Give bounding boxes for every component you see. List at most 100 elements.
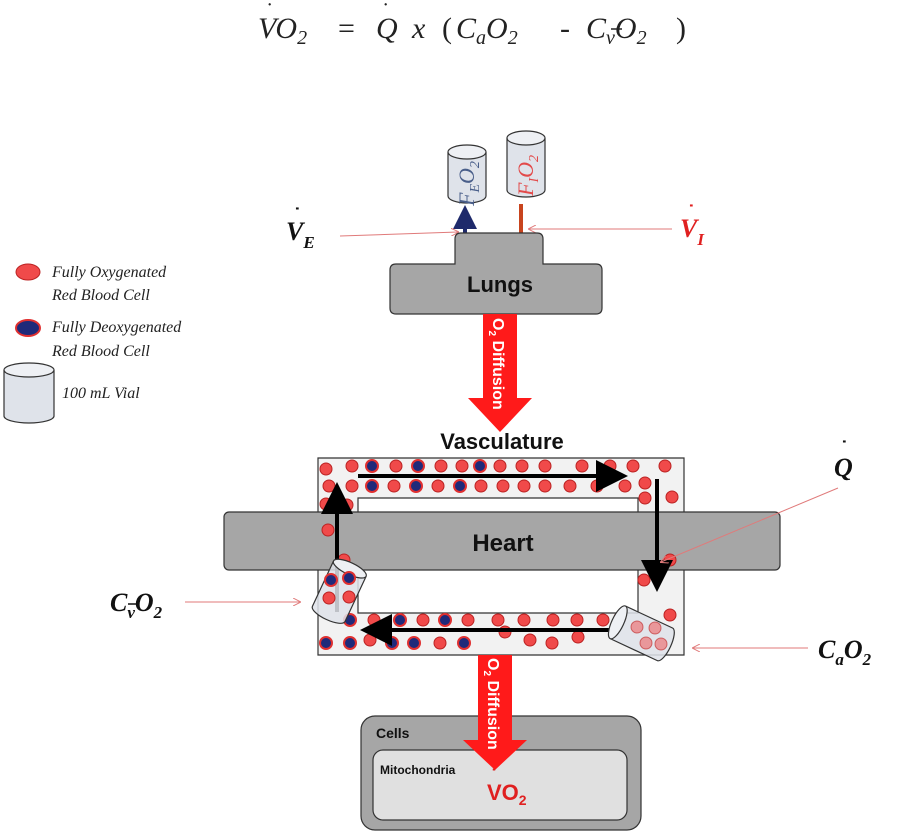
oxygenated-cell [590,479,604,493]
svg-text:˙: ˙ [294,205,301,227]
legend-oxygenated-line2: Red Blood Cell [51,287,150,304]
vi-label: VI ˙ [680,202,705,249]
deoxygenated-cell [438,613,452,627]
oxygenated-cell [367,613,381,627]
oxygenated-cell [517,613,531,627]
deoxygenated-cell [319,636,333,650]
deoxygenated-cell [365,479,379,493]
svg-text:˙: ˙ [491,766,497,786]
oxygenated-cell [648,621,662,635]
oxygenated-cell [618,479,632,493]
oxygenated-cell [387,479,401,493]
svg-text:VI: VI [680,214,705,249]
oxygenated-cell [575,459,589,473]
inspired-fraction-vial: FIO2 [506,130,546,198]
oxygenated-cell [654,637,668,651]
legend-oxygenated-line1: Fully Oxygenated [51,264,167,281]
oxygenated-cell [461,613,475,627]
lungs-label: Lungs [467,272,533,297]
cardiac-output-equation: VO2 ˙ = Q ˙ x ( CaO2 - CvO2 ) [258,0,686,49]
legend-oxygenated-cell-icon [15,263,41,281]
oxygenated-cell [638,476,652,490]
svg-text:˙: ˙ [841,438,848,460]
cells-label: Cells [376,725,410,741]
oxygenated-cell [322,591,336,605]
oxygenated-cell [570,613,584,627]
oxygenated-cell [389,459,403,473]
legend-vial-label: 100 mL Vial [62,385,140,402]
oxygenated-cell [603,459,617,473]
lower-diffusion-label: O2 Diffusion [481,658,501,750]
oxygenated-cell [630,620,644,634]
deoxygenated-cell [457,636,471,650]
eq-times: x [411,12,426,45]
eq-vo2-dot: ˙ [266,0,273,23]
legend: Fully Oxygenated Red Blood Cell Fully De… [3,263,182,424]
eq-ca: CaO2 [456,12,518,49]
q-pointer [661,487,839,562]
oxygenated-cell [523,633,537,647]
svg-text:˙: ˙ [688,202,695,224]
deoxygenated-cell [324,573,338,587]
vial-blood-cells [322,571,668,651]
oxygenated-cell [563,479,577,493]
upper-diffusion-label: O2 Diffusion [486,318,506,410]
expired-fraction-vial: FEO2 [447,144,487,207]
vasculature-label: Vasculature [440,429,564,454]
oxygenated-cell [515,459,529,473]
oxygenated-cell [571,630,585,644]
eq-cv: CvO2 [586,12,647,49]
heart-shape [223,511,781,571]
oxygenated-cell [491,613,505,627]
mitochondria-label: Mitochondria [380,763,456,777]
eq-q: Q [376,12,398,45]
legend-deoxygenated-line1: Fully Deoxygenated [51,319,182,336]
oxygenated-cell [538,459,552,473]
deoxygenated-cell [343,636,357,650]
oxygenated-cell [322,479,336,493]
ve-label: VE ˙ [286,205,315,252]
oxygenated-cell [455,459,469,473]
oxygenated-cell [345,479,359,493]
oxygenated-cell [665,490,679,504]
oxygenated-cell [363,633,377,647]
oxygenated-cell [345,459,359,473]
oxygenated-cell [474,479,488,493]
oxygenated-cell [638,491,652,505]
oxygenated-cell [637,573,651,587]
svg-text:VO2: VO2 [487,780,527,808]
deoxygenated-cell [393,613,407,627]
eq-equals: = [338,12,355,45]
oxygenated-cell [319,497,333,511]
oxygenated-cell [416,613,430,627]
oxygenated-cell [434,459,448,473]
legend-deoxygenated-line2: Red Blood Cell [51,343,150,360]
ve-pointer [339,232,458,237]
oxygenated-cell [663,608,677,622]
deoxygenated-cell [407,636,421,650]
oxygenated-cell [340,498,354,512]
heart-label: Heart [472,530,533,557]
oxygenated-cell [321,523,335,537]
oxygenated-cell [538,479,552,493]
oxygenated-cell [493,459,507,473]
oxygenated-cell [545,636,559,650]
svg-text:CaO2: CaO2 [818,635,872,669]
oxygenated-cell [596,613,610,627]
upper-diffusion-arrow [468,314,532,432]
fi-o2-label: FIO2 [513,155,542,197]
eq-open-paren: ( [442,12,452,45]
deoxygenated-cell [411,459,425,473]
oxygenated-cell [342,590,356,604]
legend-deoxygenated-cell-icon [15,319,41,337]
svg-text:Q: Q [834,453,853,482]
eq-q-dot: ˙ [382,0,389,23]
fe-o2-label: FEO2 [454,161,483,207]
lower-diffusion-arrow [463,655,527,770]
deoxygenated-cell [409,479,423,493]
oxygenated-cell [658,459,672,473]
eq-minus: - [560,12,570,45]
deoxygenated-cell [365,459,379,473]
eq-close-paren: ) [676,12,686,45]
